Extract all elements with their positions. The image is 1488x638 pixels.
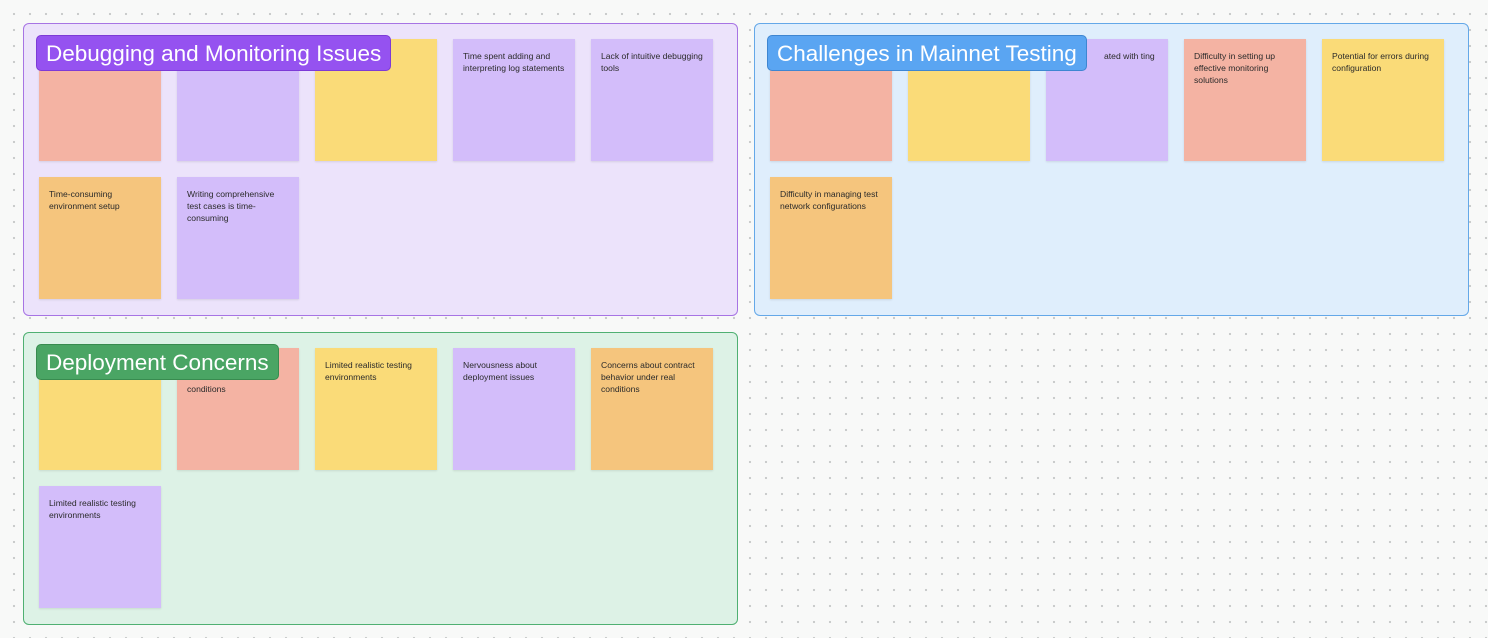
sticky-note[interactable]: Limited realistic testing environments — [315, 348, 437, 470]
sticky-note[interactable]: Nervousness about deployment issues — [453, 348, 575, 470]
sticky-note[interactable]: Time-consuming environment setup — [39, 177, 161, 299]
section-deployment-concerns[interactable]: conditions Limited realistic testing env… — [23, 332, 738, 625]
section-title[interactable]: Debugging and Monitoring Issues — [36, 35, 392, 71]
sticky-note[interactable]: Difficulty in managing test network conf… — [770, 177, 892, 299]
section-debugging-and-monitoring[interactable]: Debugging and Monitoring Issues Time spe… — [23, 23, 738, 316]
section-title[interactable]: Deployment Concerns — [36, 344, 279, 380]
sticky-note[interactable]: Concerns about contract behavior under r… — [591, 348, 713, 470]
sticky-note[interactable]: Writing comprehensive test cases is time… — [177, 177, 299, 299]
sticky-note[interactable]: Potential for errors during configuratio… — [1322, 39, 1444, 161]
sticky-note-text: conditions — [187, 384, 226, 394]
sticky-note[interactable]: Time spent adding and interpreting log s… — [453, 39, 575, 161]
sticky-note[interactable]: Lack of intuitive debugging tools — [591, 39, 713, 161]
sticky-note-text: ated with ting — [1104, 51, 1155, 61]
section-challenges-in-mainnet-testing[interactable]: environments ated with ting Difficulty i… — [754, 23, 1469, 316]
sticky-note[interactable]: Limited realistic testing environments — [39, 486, 161, 608]
sticky-note[interactable]: Difficulty in setting up effective monit… — [1184, 39, 1306, 161]
section-title[interactable]: Challenges in Mainnet Testing — [767, 35, 1087, 71]
